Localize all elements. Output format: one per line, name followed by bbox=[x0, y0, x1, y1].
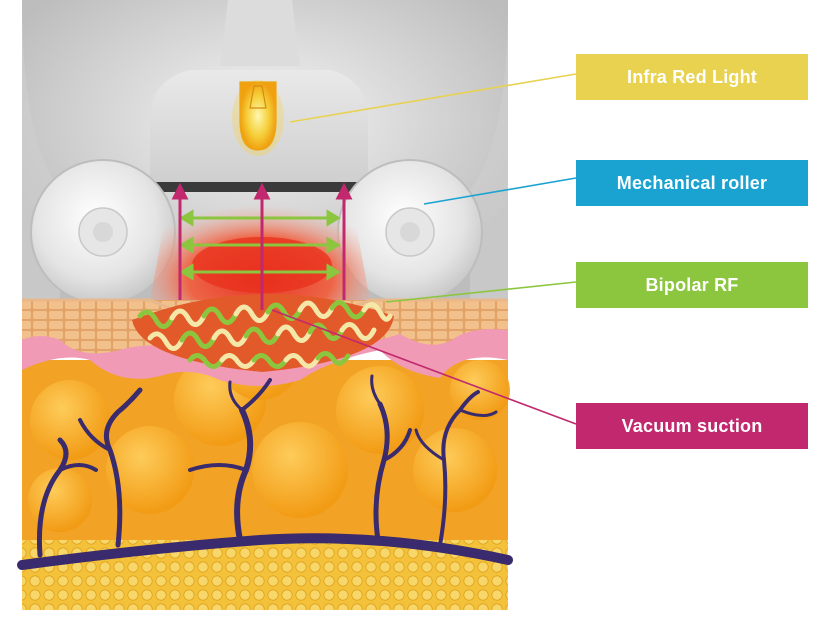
leader-line-rf bbox=[385, 281, 577, 303]
leader-line-vacuum bbox=[271, 309, 577, 425]
vacuum-arrows bbox=[171, 182, 353, 310]
leader-lines bbox=[271, 73, 577, 425]
leader-line-roller bbox=[423, 177, 577, 205]
mechanical-roller-left bbox=[30, 159, 176, 305]
label-bipolar-rf: Bipolar RF bbox=[576, 262, 808, 308]
mechanical-roller-right bbox=[337, 159, 483, 305]
blood-vessels bbox=[17, 374, 513, 570]
leader-line-infrared bbox=[289, 73, 577, 123]
label-vacuum-suction: Vacuum suction bbox=[576, 403, 808, 449]
rf-arrows bbox=[179, 209, 341, 281]
bipolar-rf-field bbox=[132, 293, 394, 372]
infrared-bulb-icon bbox=[232, 80, 284, 156]
label-infrared-light: Infra Red Light bbox=[576, 54, 808, 100]
label-mechanical-roller: Mechanical roller bbox=[576, 160, 808, 206]
